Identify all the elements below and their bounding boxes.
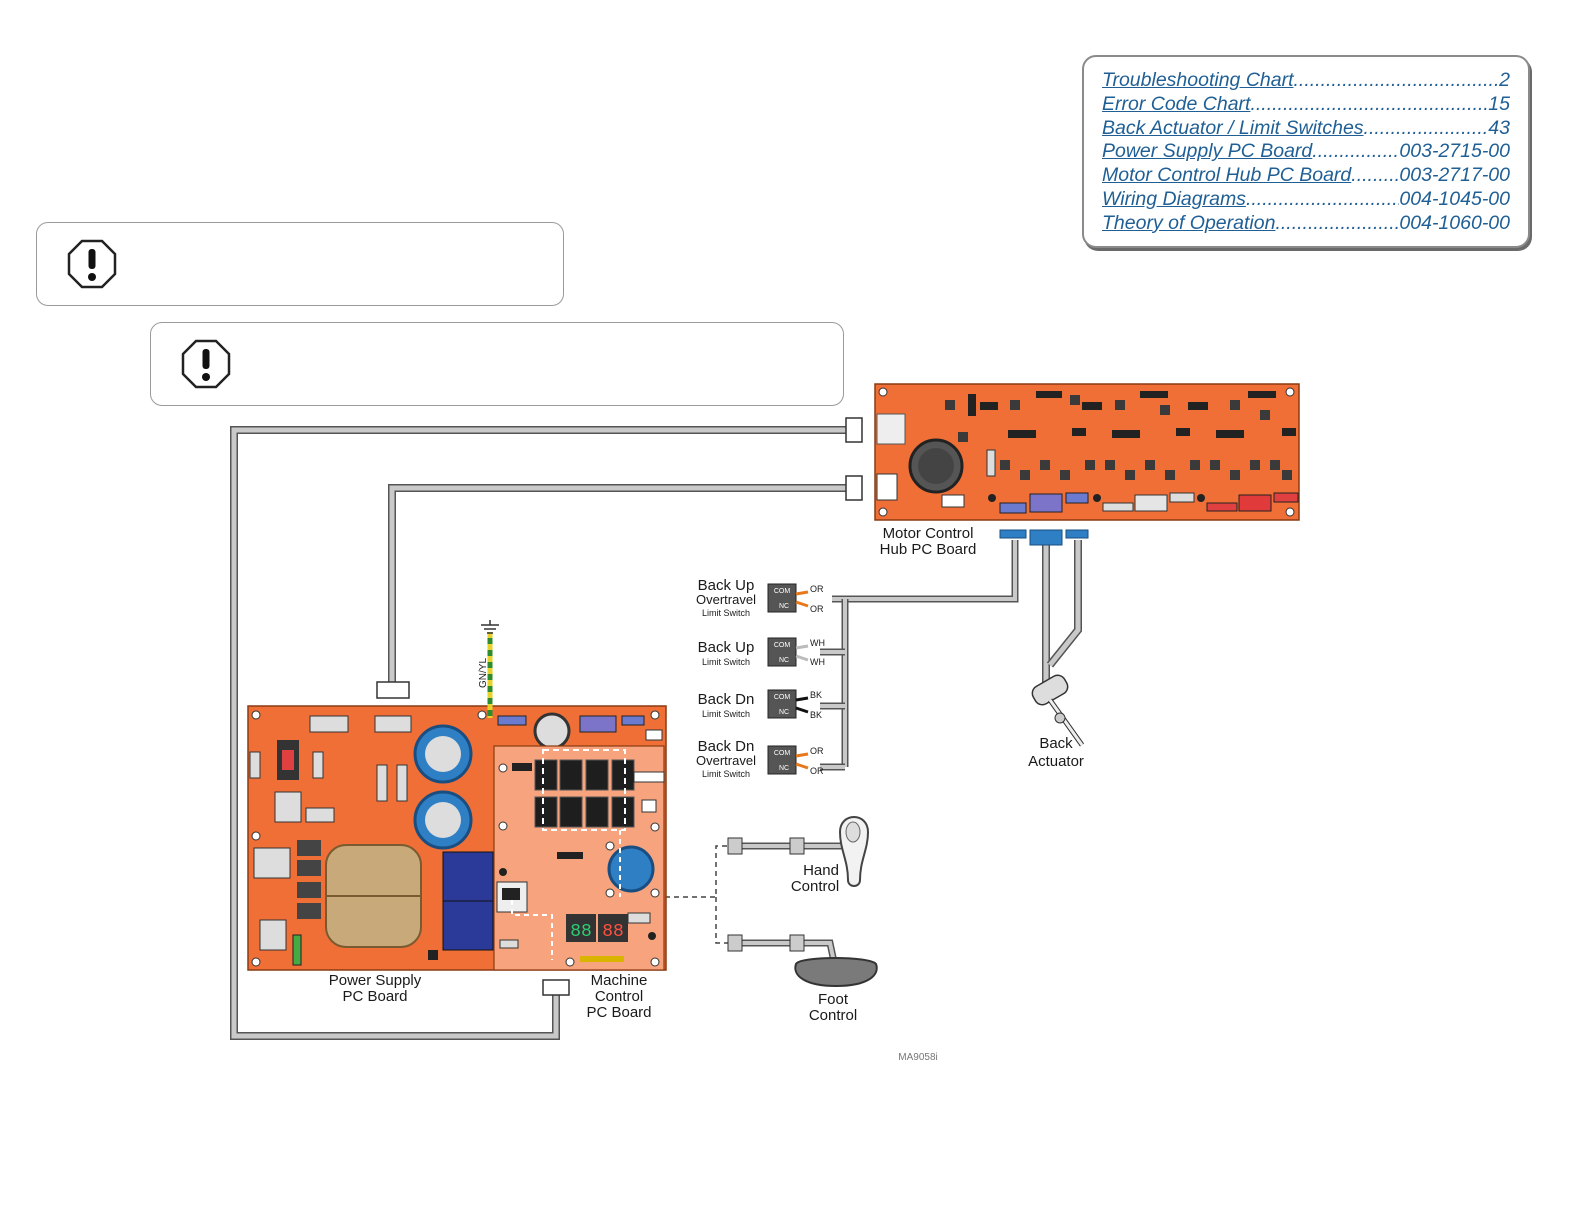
toc-page: 004-1045-00 <box>1399 187 1510 210</box>
toc-link[interactable]: Wiring Diagrams <box>1102 187 1246 210</box>
warning-box <box>150 322 844 406</box>
toc-row[interactable]: Motor Control Hub PC Board 003-2717-00 <box>1102 164 1510 188</box>
toc-row[interactable]: Troubleshooting Chart 2 <box>1102 69 1510 93</box>
machine-board-label: Machine <box>591 972 648 989</box>
toc-link[interactable]: Troubleshooting Chart <box>1102 69 1294 91</box>
switch-label: Back Dn <box>698 738 755 755</box>
nc-terminal: NC <box>779 765 789 772</box>
cable-connectors <box>376 417 1089 996</box>
toc-row[interactable]: Theory of Operation 004-1060-00 <box>1102 212 1510 236</box>
wire-color-label: OR <box>810 584 824 594</box>
machine-board-label: Control <box>595 988 643 1005</box>
com-terminal: COM <box>774 588 791 595</box>
wire-color-label: WH <box>810 657 825 667</box>
foot-control-icon <box>794 957 878 988</box>
toc-box: Troubleshooting Chart 2 Error Code Chart 1… <box>1082 55 1530 248</box>
limit-switch: COM NC <box>767 689 809 719</box>
wire-color-label: BK <box>810 710 822 720</box>
actuator-label: Actuator <box>1028 753 1084 770</box>
power-board-label: Power Supply <box>329 972 422 989</box>
ground-wire <box>481 620 499 718</box>
com-terminal: COM <box>774 642 791 649</box>
motor-board-label: Hub PC Board <box>880 541 977 558</box>
wire-color-label: WH <box>810 638 825 648</box>
toc-page: 003-2717-00 <box>1399 164 1510 187</box>
wire-color-label: BK <box>810 690 822 700</box>
cables <box>230 426 1082 1040</box>
motor-board-label: Motor Control <box>883 525 974 542</box>
machine-board-label: PC Board <box>586 1004 651 1021</box>
warning-octagon-icon <box>181 339 231 389</box>
nc-terminal: NC <box>779 657 789 664</box>
toc-page: 003-2715-00 <box>1399 140 1510 163</box>
actuator-label: Back <box>1039 735 1073 752</box>
hand-control-icon <box>838 816 870 887</box>
hand-control-label: Control <box>791 878 839 895</box>
toc-page: 004-1060-00 <box>1399 211 1510 234</box>
switch-label: Overtravel <box>696 592 756 607</box>
figure-id: MA9058i <box>898 1052 937 1063</box>
switch-label: Back Dn <box>698 691 755 708</box>
hand-control-label: Hand <box>803 862 839 879</box>
wire-color-label: OR <box>810 746 824 756</box>
toc-link[interactable]: Motor Control Hub PC Board <box>1102 164 1352 187</box>
switch-label: Limit Switch <box>702 608 750 618</box>
ground-wire-label: GN/YL <box>478 658 489 688</box>
switch-label: Limit Switch <box>702 657 750 667</box>
foot-control-label: Foot <box>818 991 849 1008</box>
limit-switch: COM NC <box>767 583 809 613</box>
toc-row[interactable]: Error Code Chart 15 <box>1102 93 1510 117</box>
toc-page: 2 <box>1499 69 1510 91</box>
wire-color-label: OR <box>810 766 824 776</box>
toc-link[interactable]: Power Supply PC Board <box>1102 140 1313 163</box>
limit-switch: COM NC <box>767 637 809 667</box>
switch-label: Overtravel <box>696 753 756 768</box>
com-terminal: COM <box>774 694 791 701</box>
toc-page: 43 <box>1488 116 1510 139</box>
switch-label: Back Up <box>698 639 755 656</box>
svg-text:88: 88 <box>602 922 624 942</box>
warning-octagon-icon <box>67 239 117 289</box>
foot-control-label: Control <box>809 1007 857 1024</box>
nc-terminal: NC <box>779 709 789 716</box>
com-terminal: COM <box>774 750 791 757</box>
warning-box <box>36 222 564 306</box>
switch-label: Back Up <box>698 577 755 594</box>
toc-link[interactable]: Theory of Operation <box>1102 211 1276 234</box>
svg-text:88: 88 <box>570 922 592 942</box>
switch-label: Limit Switch <box>702 709 750 719</box>
toc-row[interactable]: Back Actuator / Limit Switches 43 <box>1102 117 1510 141</box>
back-actuator <box>1031 674 1085 747</box>
machine-control-board: 88 88 <box>493 729 665 971</box>
motor-control-hub-board <box>874 383 1300 521</box>
toc-row[interactable]: Power Supply PC Board 003-2715-00 <box>1102 140 1510 164</box>
power-board-label: PC Board <box>342 988 407 1005</box>
toc-row[interactable]: Wiring Diagrams 004-1045-00 <box>1102 188 1510 212</box>
toc-link[interactable]: Error Code Chart <box>1102 92 1251 115</box>
limit-switch: COM NC <box>767 745 809 775</box>
switch-label: Limit Switch <box>702 769 750 779</box>
toc-link[interactable]: Back Actuator / Limit Switches <box>1102 116 1364 139</box>
wire-color-label: OR <box>810 604 824 614</box>
toc-page: 15 <box>1488 92 1510 115</box>
nc-terminal: NC <box>779 603 789 610</box>
